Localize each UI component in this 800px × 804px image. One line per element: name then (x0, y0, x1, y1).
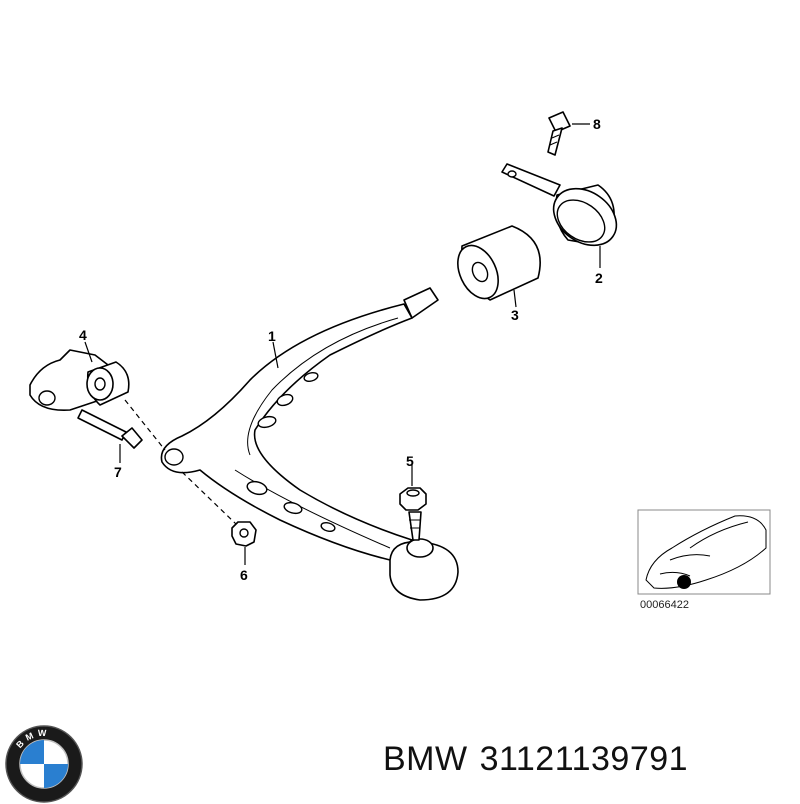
callout-3: 3 (511, 307, 519, 323)
part-4-bracket (29, 341, 166, 451)
callout-4: 4 (79, 327, 87, 343)
part-2-bracket (501, 163, 618, 268)
part-8-bolt (547, 111, 590, 156)
part-7-bolt (77, 409, 143, 463)
callout-2: 2 (595, 270, 603, 286)
callout-6: 6 (240, 567, 248, 583)
part-6-nut (181, 471, 257, 565)
bmw-logo: BMW (5, 725, 83, 803)
part-1-control-arm (160, 287, 439, 561)
part-5-nut (399, 465, 427, 511)
part-number-caption: BMW 31121139791 (383, 740, 700, 779)
car-location-inset: 00066422 (637, 509, 771, 611)
brand-name: BMW (383, 740, 468, 778)
callout-5: 5 (406, 453, 414, 469)
callout-8: 8 (593, 116, 601, 132)
location-dot-icon (677, 575, 691, 589)
callout-7: 7 (114, 464, 122, 480)
inset-diagram-number: 00066422 (640, 599, 689, 611)
callout-1: 1 (268, 328, 276, 344)
ball-joint (389, 511, 459, 601)
part-3-bushing (457, 225, 541, 308)
part-number: 31121139791 (479, 740, 689, 778)
